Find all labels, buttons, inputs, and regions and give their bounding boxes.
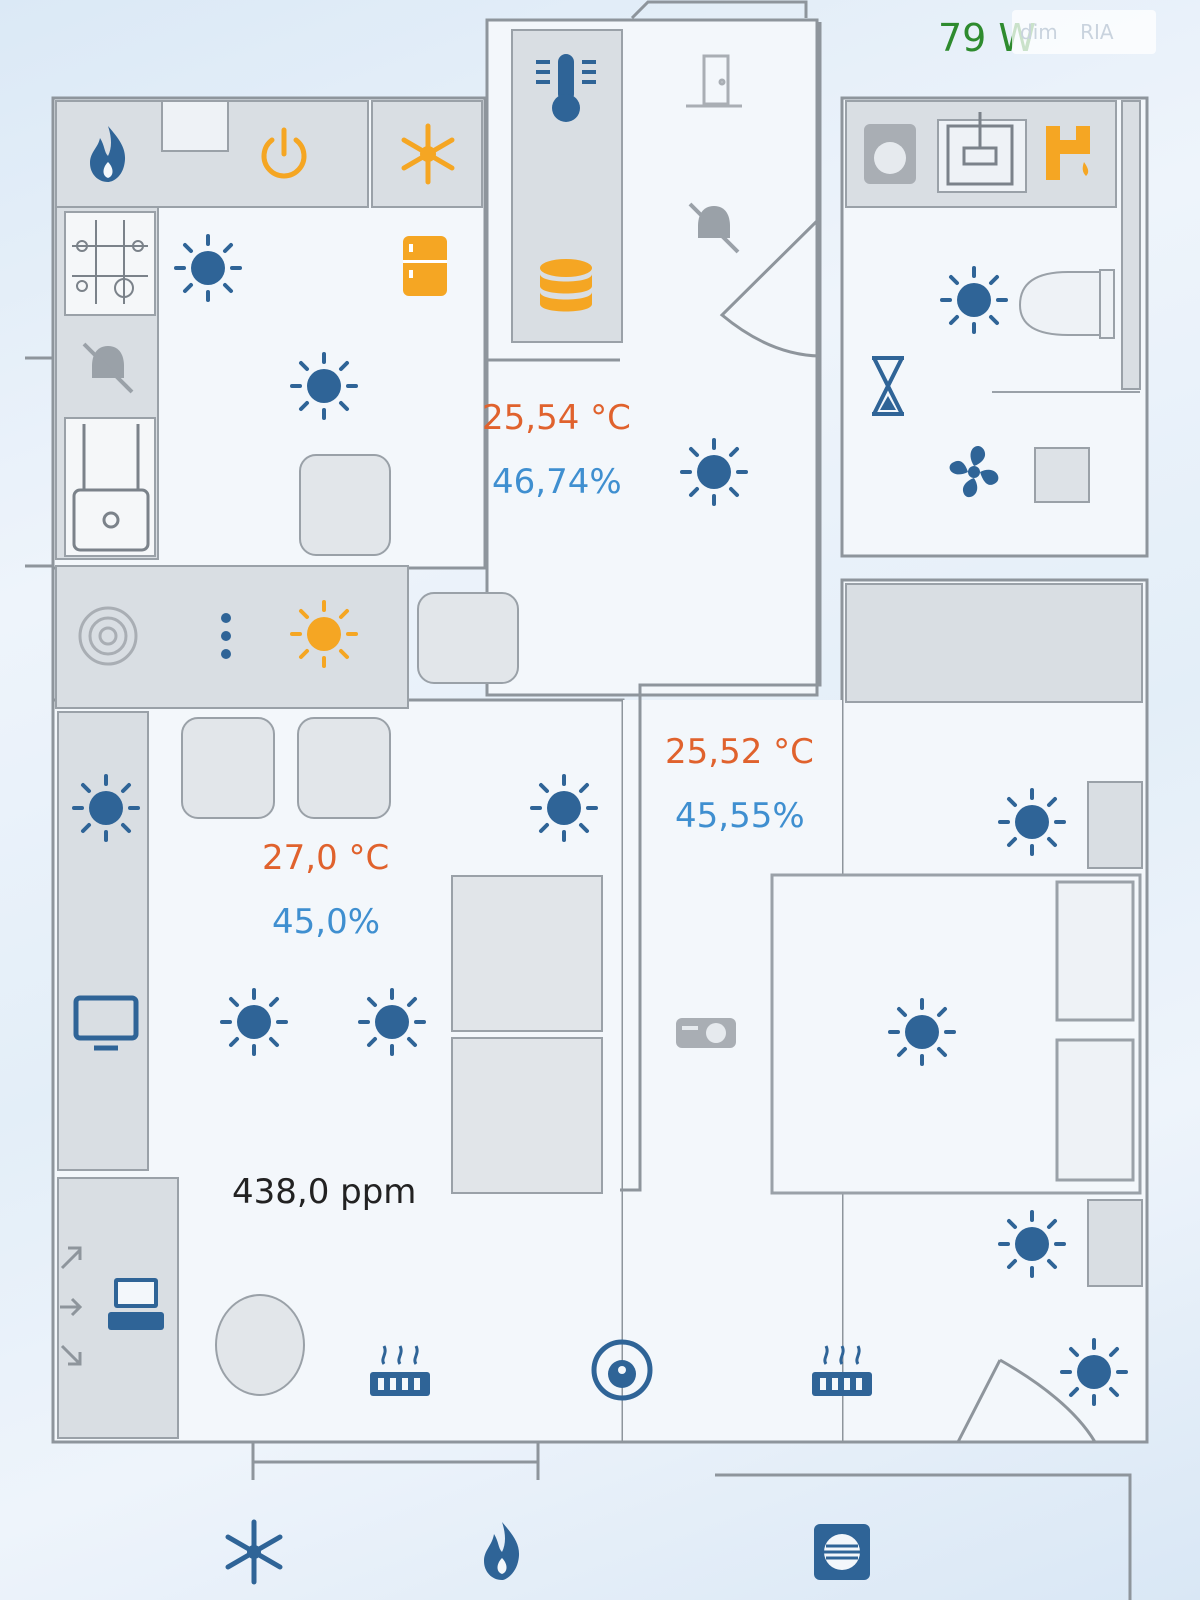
living-shelf	[57, 711, 149, 1171]
thermometer-icon[interactable]	[528, 48, 604, 128]
light-bulb-icon[interactable]	[1058, 1336, 1130, 1408]
vent-icon[interactable]	[806, 1516, 878, 1588]
light-bulb-icon[interactable]	[70, 772, 142, 844]
nightstand-top	[1087, 781, 1143, 869]
smoke-detector-icon[interactable]	[72, 600, 144, 672]
living-temperature[interactable]: 27,0 °C	[262, 838, 390, 878]
database-icon[interactable]	[528, 256, 604, 322]
kitchen-sink	[161, 100, 229, 152]
light-bulb-icon[interactable]	[938, 264, 1010, 336]
fridge-icon[interactable]	[395, 230, 455, 302]
stove-icon	[68, 216, 152, 308]
power-icon[interactable]	[248, 118, 320, 190]
radiator-icon[interactable]	[806, 1334, 878, 1406]
living-humidity[interactable]: 45,0%	[272, 902, 381, 942]
snowflake-icon[interactable]	[392, 118, 464, 190]
arrow-icon[interactable]	[56, 1340, 88, 1374]
tv-icon[interactable]	[70, 986, 142, 1058]
sink-icon[interactable]	[942, 108, 1018, 190]
watermark-right: RIA	[1080, 20, 1114, 44]
projector-icon[interactable]	[670, 996, 742, 1068]
watermark: dim RIA	[1012, 10, 1156, 54]
sofa-lower	[451, 1037, 603, 1194]
hourglass-icon[interactable]	[852, 350, 924, 422]
muted-bell-icon[interactable]	[678, 192, 750, 264]
arrow-icon[interactable]	[56, 1240, 88, 1274]
light-bulb-icon[interactable]	[288, 598, 360, 670]
computer-icon[interactable]	[100, 1270, 172, 1342]
cooktop	[64, 211, 156, 316]
fireplace-icon[interactable]	[466, 1516, 538, 1588]
oven-icon	[70, 420, 154, 556]
more-options-icon[interactable]	[190, 600, 262, 672]
hallway-humidity[interactable]: 46,74%	[492, 462, 622, 502]
light-bulb-icon[interactable]	[218, 986, 290, 1058]
faucet-icon[interactable]	[1036, 116, 1108, 188]
bedroom-humidity[interactable]: 45,55%	[675, 796, 805, 836]
light-bulb-icon[interactable]	[528, 772, 600, 844]
light-bulb-icon[interactable]	[288, 350, 360, 422]
light-bulb-icon[interactable]	[678, 436, 750, 508]
snowflake-icon[interactable]	[218, 1516, 290, 1588]
shower-wall	[1121, 100, 1141, 390]
radiator-icon[interactable]	[364, 1334, 436, 1406]
washing-machine-icon[interactable]	[858, 118, 922, 190]
fan-icon[interactable]	[938, 436, 1010, 508]
nightstand-bottom	[1087, 1199, 1143, 1287]
hallway-temperature[interactable]: 25,54 °C	[482, 398, 631, 438]
light-bulb-icon[interactable]	[172, 232, 244, 304]
flame-icon[interactable]	[72, 118, 144, 190]
light-bulb-icon[interactable]	[996, 1208, 1068, 1280]
bedroom-temperature[interactable]: 25,52 °C	[665, 732, 814, 772]
wardrobe	[845, 583, 1143, 703]
robot-vacuum-icon[interactable]	[586, 1334, 658, 1406]
muted-bell-icon[interactable]	[72, 332, 144, 404]
oven	[64, 417, 156, 557]
arrow-icon[interactable]	[56, 1290, 88, 1324]
watermark-left: dim	[1020, 20, 1058, 44]
light-bulb-icon[interactable]	[356, 986, 428, 1058]
door-icon[interactable]	[678, 48, 750, 120]
light-bulb-icon[interactable]	[996, 786, 1068, 858]
co2-reading[interactable]: 438,0 ppm	[232, 1172, 417, 1212]
light-bulb-icon[interactable]	[886, 996, 958, 1068]
sofa-upper	[451, 875, 603, 1032]
